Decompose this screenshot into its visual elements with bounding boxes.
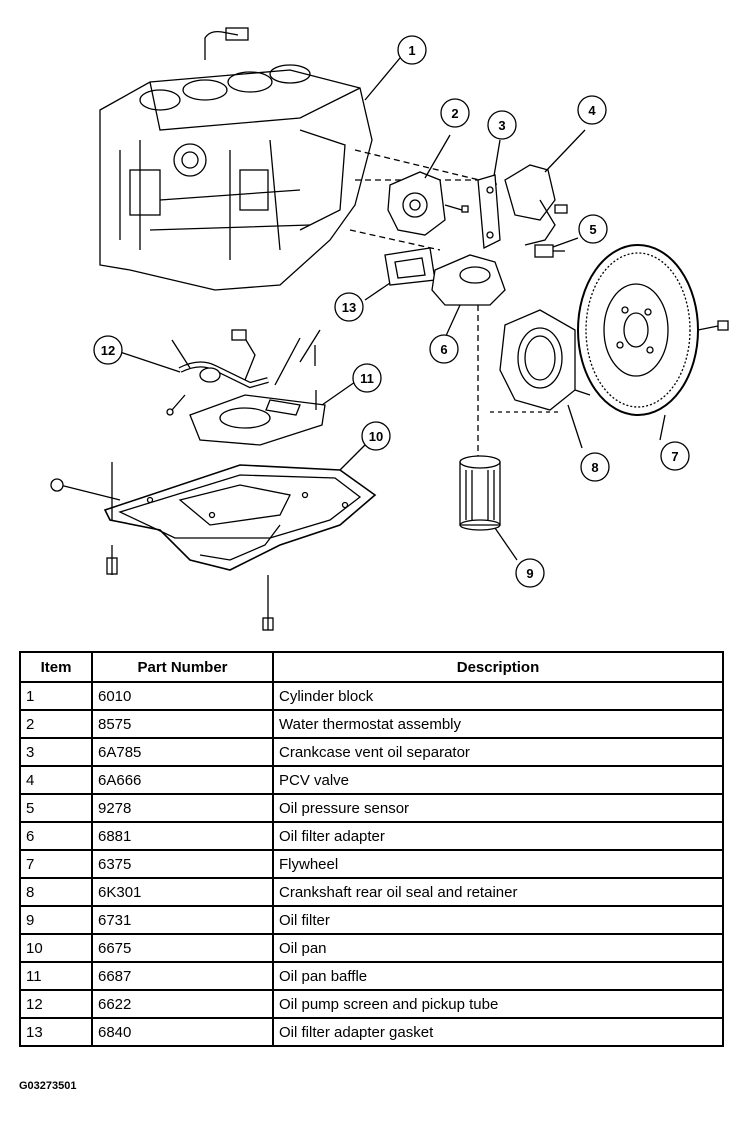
callout-9: 9 [515,558,545,588]
item-cell: 7 [19,849,93,879]
header-item: Item [19,651,93,683]
svg-text:8: 8 [591,460,598,475]
callout-8: 8 [580,452,610,482]
description-cell: Oil pan [272,933,724,963]
svg-text:12: 12 [101,343,115,358]
item-cell: 9 [19,905,93,935]
description-cell: Oil filter adapter gasket [272,1017,724,1047]
figure-id: G03273501 [19,1080,77,1092]
oil-pickup-tube-drawing [119,329,321,416]
svg-text:4: 4 [588,103,596,118]
part-number-cell: 6A666 [91,765,274,795]
svg-text:9: 9 [526,566,533,581]
item-cell: 13 [19,1017,93,1047]
thermostat-drawing [387,134,469,236]
part-number-cell: 6687 [91,961,274,991]
part-number-cell: 6K301 [91,877,274,907]
item-cell: 1 [19,681,93,711]
svg-text:10: 10 [369,429,383,444]
svg-text:2: 2 [451,106,458,121]
table-header-row: Item Part Number Description [19,651,724,683]
callout-5: 5 [578,214,608,244]
item-cell: 11 [19,961,93,991]
description-cell: Oil pan baffle [272,961,724,991]
pcv-valve-drawing [504,129,586,246]
oil-pressure-sensor-drawing [534,237,579,258]
description-cell: PCV valve [272,765,724,795]
item-cell: 10 [19,933,93,963]
callout-1: 1 [397,35,427,65]
cylinder-block-drawing [99,27,501,291]
part-number-cell: 6A785 [91,737,274,767]
callout-12: 12 [93,335,123,365]
crankcase-vent-separator-drawing [477,139,501,250]
oil-filter-adapter-gasket-drawing [364,247,436,301]
exploded-parts-diagram: 1 2 3 4 5 6 7 8 9 10 11 12 13 [50,27,729,631]
rear-oil-seal-retainer-drawing [490,309,591,449]
callout-11: 11 [352,363,382,393]
callout-3: 3 [487,110,517,140]
part-number-cell: 8575 [91,709,274,739]
description-cell: Oil filter adapter [272,821,724,851]
item-cell: 5 [19,793,93,823]
header-part-number: Part Number [91,651,274,683]
item-cell: 2 [19,709,93,739]
item-cell: 6 [19,821,93,851]
svg-text:11: 11 [360,371,374,386]
svg-text:6: 6 [440,342,447,357]
description-cell: Oil filter [272,905,724,935]
part-number-cell: 6375 [91,849,274,879]
oil-pan-baffle-drawing [189,381,356,446]
oil-pan-drawing [50,444,377,631]
svg-text:3: 3 [498,118,505,133]
item-cell: 8 [19,877,93,907]
description-cell: Cylinder block [272,681,724,711]
oil-filter-adapter-drawing [431,254,506,460]
part-number-cell: 6731 [91,905,274,935]
part-number-cell: 9278 [91,793,274,823]
header-description: Description [272,651,724,683]
part-number-cell: 6840 [91,1017,274,1047]
part-number-cell: 6622 [91,989,274,1019]
svg-text:5: 5 [589,222,596,237]
callout-7: 7 [660,441,690,471]
callout-4: 4 [577,95,607,125]
flywheel-drawing [577,244,729,441]
part-number-cell: 6010 [91,681,274,711]
item-cell: 12 [19,989,93,1019]
description-cell: Oil pump screen and pickup tube [272,989,724,1019]
part-number-cell: 6675 [91,933,274,963]
part-number-cell: 6881 [91,821,274,851]
item-cell: 4 [19,765,93,795]
svg-text:7: 7 [671,449,678,464]
description-cell: Oil pressure sensor [272,793,724,823]
description-cell: Water thermostat assembly [272,709,724,739]
callout-13: 13 [334,292,364,322]
description-cell: Crankshaft rear oil seal and retainer [272,877,724,907]
description-cell: Crankcase vent oil separator [272,737,724,767]
callout-2: 2 [440,98,470,128]
callout-10: 10 [361,421,391,451]
oil-filter-drawing [459,455,518,561]
item-cell: 3 [19,737,93,767]
svg-text:13: 13 [342,300,356,315]
callout-6: 6 [429,334,459,364]
svg-text:1: 1 [408,43,415,58]
description-cell: Flywheel [272,849,724,879]
